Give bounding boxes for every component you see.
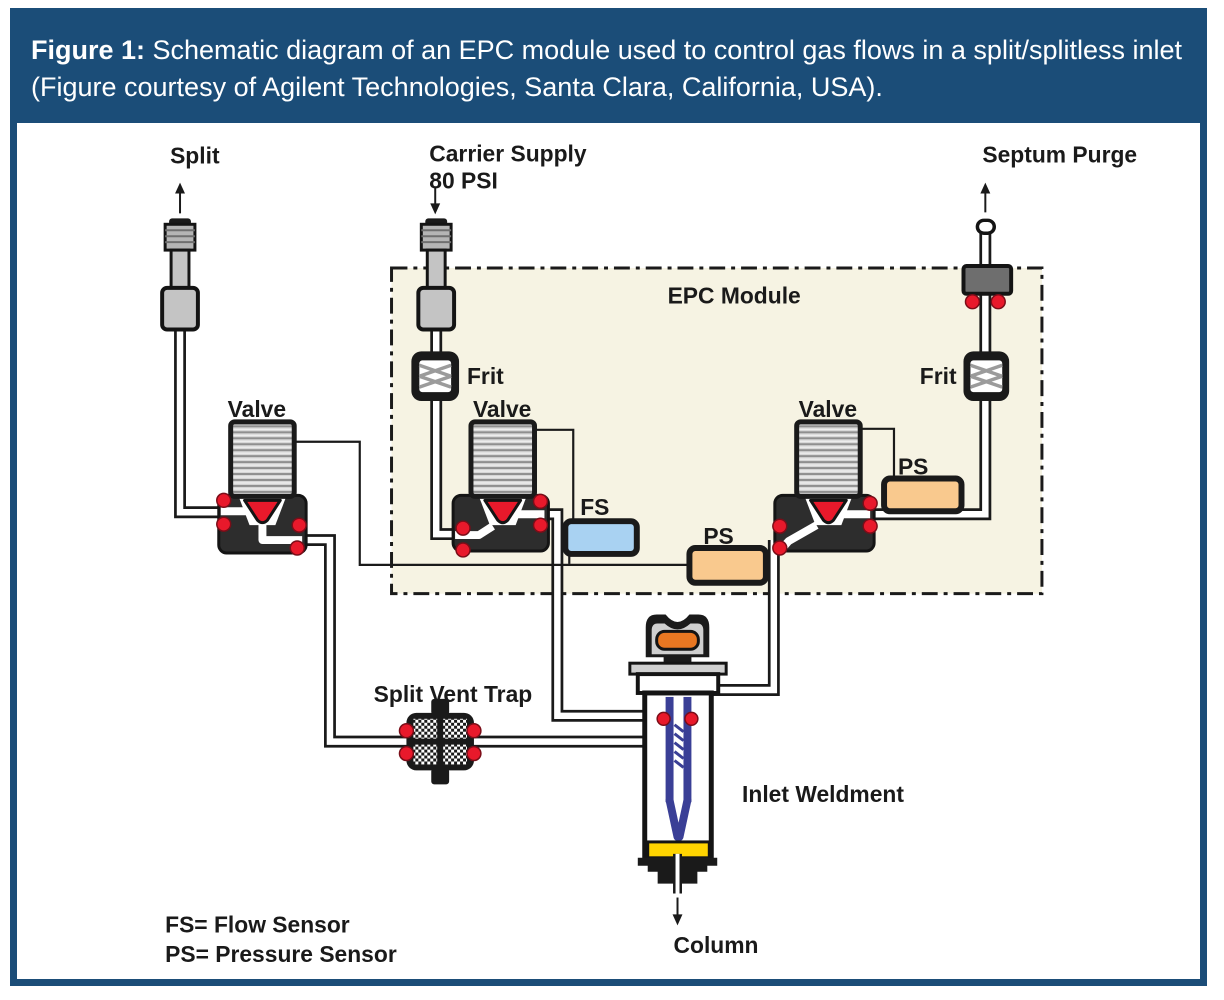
figure-title: Schematic diagram of an EPC module used … bbox=[145, 35, 1183, 65]
valve-poppet bbox=[243, 498, 282, 525]
legend-flow-sensor: FS= Flow Sensor bbox=[165, 911, 350, 937]
weldment-flange bbox=[635, 672, 721, 695]
septum bbox=[655, 629, 700, 651]
diagram-labels: Split Carrier Supply 80 PSI Septum Purge… bbox=[170, 141, 1137, 958]
valve-split bbox=[216, 419, 308, 556]
flow-sensor bbox=[562, 518, 640, 557]
inlet-liner bbox=[665, 696, 692, 841]
valve-purge bbox=[772, 419, 878, 556]
figure-label: Figure 1: bbox=[31, 35, 146, 65]
inlet-weldment bbox=[628, 614, 728, 894]
pressure-sensor-right bbox=[881, 475, 965, 515]
label-inlet-weldment: Inlet Weldment bbox=[742, 781, 904, 807]
label-valve-center: Valve bbox=[473, 396, 531, 422]
figure-caption: Figure 1: Schematic diagram of an EPC mo… bbox=[17, 15, 1200, 123]
legend: FS= Flow Sensor PS= Pressure Sensor bbox=[165, 911, 397, 967]
label-ps-right: PS bbox=[898, 454, 928, 480]
purge-tube-cap bbox=[975, 218, 997, 235]
figure-frame: Figure 1: Schematic diagram of an EPC mo… bbox=[10, 8, 1207, 986]
valve-carrier bbox=[451, 419, 550, 558]
figure-subtitle: (Figure courtesy of Agilent Technologies… bbox=[31, 72, 883, 102]
label-septum-purge: Septum Purge bbox=[982, 142, 1137, 168]
label-valve-left: Valve bbox=[228, 396, 286, 422]
carrier-fitting bbox=[416, 218, 457, 332]
valve-poppet bbox=[809, 498, 848, 525]
frit-carrier bbox=[411, 351, 460, 402]
label-epc-module: EPC Module bbox=[668, 283, 801, 309]
label-valve-right: Valve bbox=[799, 396, 857, 422]
legend-pressure-sensor: PS= Pressure Sensor bbox=[165, 941, 397, 967]
frit-purge bbox=[963, 351, 1010, 402]
purge-restrictor-block bbox=[961, 264, 1014, 310]
split-fitting bbox=[160, 218, 200, 332]
control-lines bbox=[294, 427, 896, 566]
split-vent-trap bbox=[398, 698, 482, 785]
label-column: Column bbox=[674, 932, 759, 958]
schematic-area: Split Carrier Supply 80 PSI Septum Purge… bbox=[17, 123, 1200, 972]
label-fs: FS bbox=[580, 494, 609, 520]
label-carrier-supply: Carrier Supply bbox=[429, 141, 587, 167]
schematic-diagram: Split Carrier Supply 80 PSI Septum Purge… bbox=[160, 141, 1137, 967]
label-ps-center: PS bbox=[703, 523, 733, 549]
label-split: Split bbox=[170, 143, 220, 169]
pressure-sensor-center bbox=[686, 545, 769, 586]
valve-poppet bbox=[483, 498, 523, 525]
label-carrier-psi: 80 PSI bbox=[429, 168, 498, 194]
label-frit-left: Frit bbox=[467, 363, 504, 389]
flow-arrows bbox=[175, 182, 991, 926]
label-split-vent-trap: Split Vent Trap bbox=[374, 681, 533, 707]
label-frit-right: Frit bbox=[920, 363, 957, 389]
